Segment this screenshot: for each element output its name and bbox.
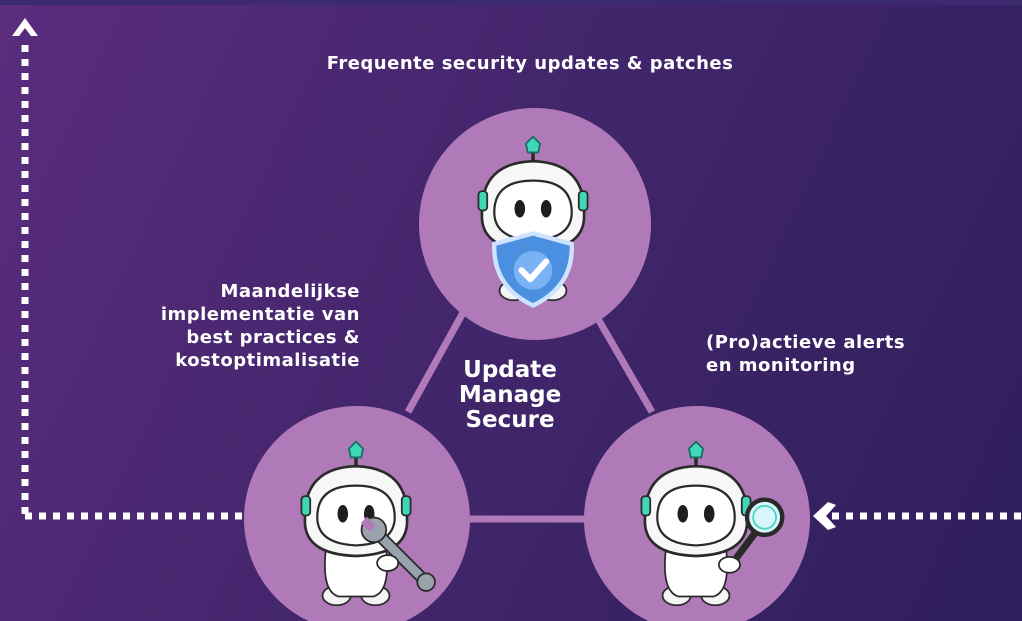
center-label-secure: Secure bbox=[465, 407, 555, 433]
left-label-line: kostoptimalisatie bbox=[175, 350, 360, 371]
right-label-line: en monitoring bbox=[706, 355, 856, 376]
left-label-line: Maandelijkse bbox=[220, 281, 360, 302]
right-label-line: (Pro)actieve alerts bbox=[706, 332, 906, 353]
left-node-label: Maandelijkse implementatie van best prac… bbox=[60, 280, 360, 372]
top-node-label: Frequente security updates & patches bbox=[326, 53, 734, 74]
center-label-update: Update bbox=[463, 357, 557, 383]
center-label-manage: Manage bbox=[458, 382, 562, 408]
center-label: Update Manage Secure bbox=[430, 358, 590, 433]
triangle-connector bbox=[404, 298, 656, 523]
robot-with-magnifier-icon bbox=[639, 439, 785, 608]
chevron-up-icon bbox=[12, 18, 38, 36]
feedback-dotted-line bbox=[21, 45, 1022, 520]
top-bar bbox=[0, 0, 1022, 5]
robot-with-shield-icon bbox=[476, 134, 590, 308]
left-label-line: implementatie van bbox=[160, 304, 360, 325]
robot-with-wrench-icon bbox=[299, 439, 436, 608]
chevron-left-icon bbox=[813, 502, 836, 530]
left-label-line: best practices & bbox=[186, 327, 360, 348]
right-node-label: (Pro)actieve alerts en monitoring bbox=[706, 331, 1006, 377]
